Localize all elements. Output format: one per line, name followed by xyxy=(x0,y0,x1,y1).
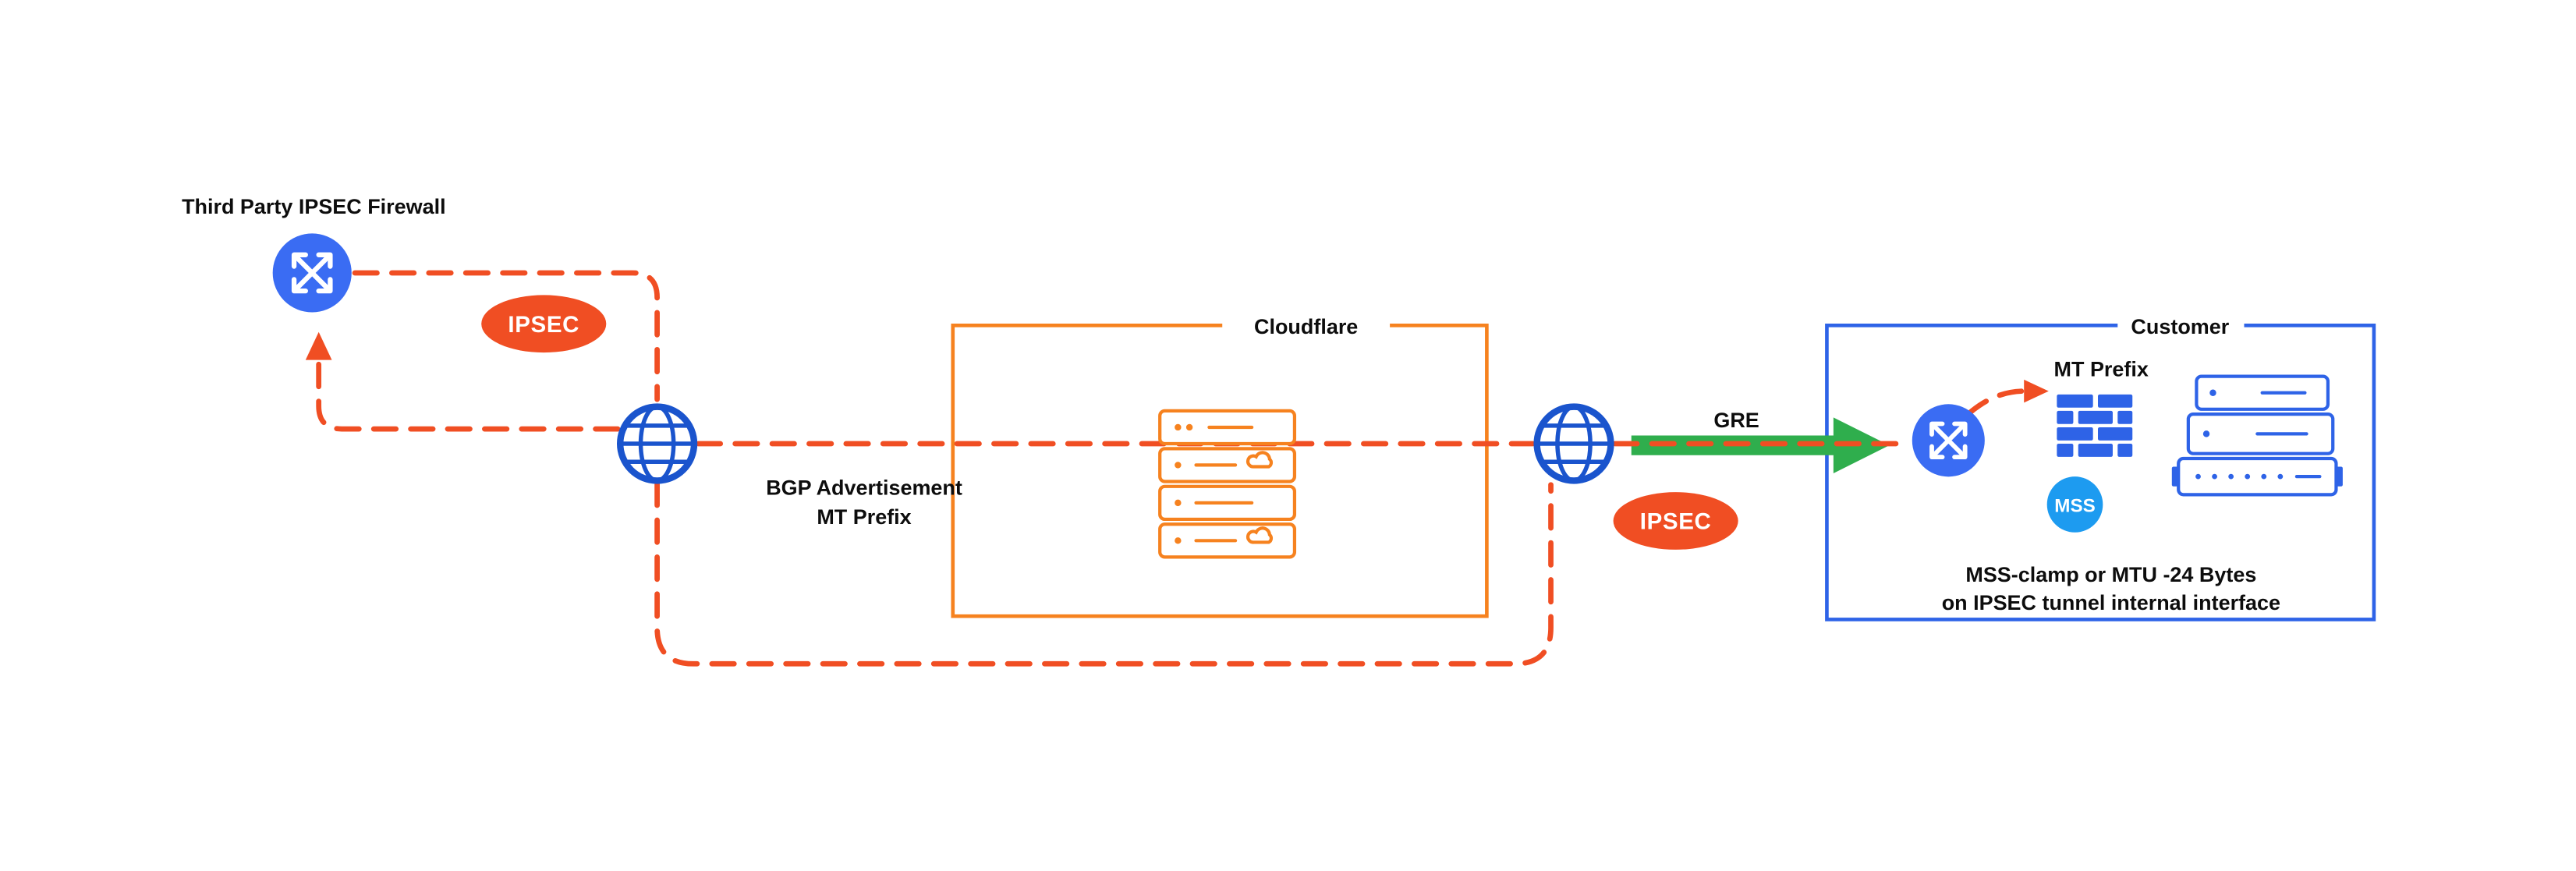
mt-prefix-label: MT Prefix xyxy=(2054,358,2149,381)
mss-badge-label: MSS xyxy=(2054,495,2095,516)
server-icon xyxy=(1158,409,1297,446)
cloudflare-box xyxy=(951,324,1489,618)
gre-arrow xyxy=(1631,417,1890,473)
mss-note-line2: on IPSEC tunnel internal interface xyxy=(1942,591,2280,614)
bgp-mt-prefix-label: MT Prefix xyxy=(817,505,911,529)
ipsec-badge-left-label: IPSEC xyxy=(508,312,579,338)
server-icon xyxy=(2171,456,2343,497)
server-icon xyxy=(2186,412,2335,455)
gre-label: GRE xyxy=(1713,409,1759,432)
third-party-router-icon xyxy=(273,233,352,312)
customer-box-label: Customer xyxy=(2131,315,2229,338)
ipsec-badge-right: IPSEC xyxy=(1613,492,1738,550)
mss-badge: MSS xyxy=(2046,476,2103,533)
server-cloud-icon xyxy=(1158,447,1297,483)
firewall-ingress-dashed-path xyxy=(316,354,621,432)
internet-globe-right-icon xyxy=(1537,407,1611,481)
mt-prefix-dashed-path xyxy=(1965,388,2027,417)
cloudflare-box-label: Cloudflare xyxy=(1254,315,1358,338)
firewall-bricks-icon xyxy=(2057,394,2133,457)
cloudflare-server-stack xyxy=(1158,409,1297,559)
server-icon xyxy=(1158,484,1297,522)
mss-note-line1: MSS-clamp or MTU -24 Bytes xyxy=(1965,563,2256,586)
ipsec-badge-left: IPSEC xyxy=(481,295,607,353)
customer-box xyxy=(1825,324,2376,621)
customer-router-icon xyxy=(1912,404,1985,476)
ipsec-badge-right-label: IPSEC xyxy=(1640,509,1712,535)
ipsec-tunnel-dashed-path xyxy=(352,270,660,402)
server-icon xyxy=(2195,374,2330,411)
third-party-firewall-label: Third Party IPSEC Firewall xyxy=(182,195,446,218)
firewall-up-arrowhead xyxy=(305,331,332,360)
bgp-advertisement-label: BGP Advertisement xyxy=(766,476,962,499)
server-cloud-icon xyxy=(1158,522,1297,559)
customer-server-stack xyxy=(2171,374,2343,497)
internet-globe-left-icon xyxy=(620,407,694,481)
mt-prefix-arrowhead xyxy=(2024,379,2049,403)
internet-underlay-dashed-path xyxy=(654,480,1554,667)
